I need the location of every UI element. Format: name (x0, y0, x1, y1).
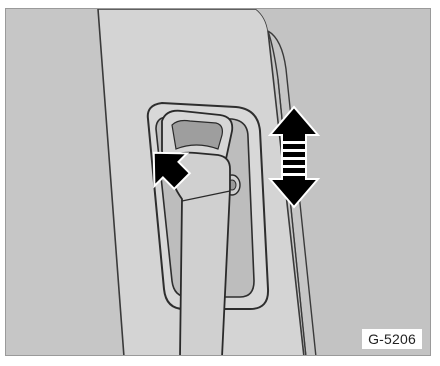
illustration-frame: G-5206 (5, 8, 431, 356)
figure-code-label: G-5206 (362, 329, 422, 349)
seatbelt-adjuster-drawing (6, 9, 431, 356)
belt-guide-opening (172, 121, 222, 150)
